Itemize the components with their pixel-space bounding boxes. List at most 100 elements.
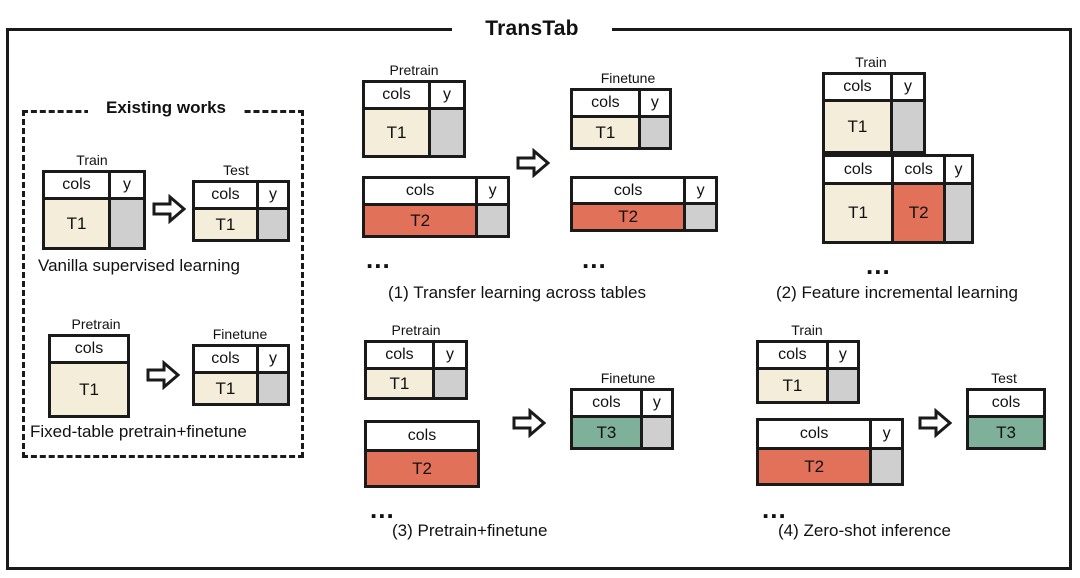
body-cell-y: [478, 206, 507, 235]
p4-train-t1-table: cols y T1: [756, 340, 860, 404]
header-cell-y: y: [258, 183, 287, 207]
table-header-row: cols y: [759, 421, 901, 450]
right-arrow-icon: [512, 408, 546, 438]
p3-target-label: Finetune: [600, 370, 656, 386]
table-body-row: T3: [573, 418, 671, 447]
p4-caption: (4) Zero-shot inference: [778, 521, 951, 540]
body-cell-t1: T1: [365, 110, 432, 155]
header-cell-cols: cols: [195, 347, 259, 371]
table-body-row: T2: [573, 205, 715, 229]
p1-finetune-t2-table: cols y T2: [570, 176, 718, 232]
p1-target-label: Finetune: [600, 70, 656, 86]
ew2-caption: Fixed-table pretrain+finetune: [30, 422, 247, 441]
p1-pretrain-t1-table: cols y T1: [362, 80, 466, 158]
table-header-row: cols y: [367, 343, 465, 370]
header-cell-cols: cols: [573, 391, 643, 415]
body-cell-y: [686, 205, 715, 229]
body-cell-y: [111, 200, 143, 247]
table-header-row: cols cols y: [825, 157, 972, 185]
p1-caption: (1) Transfer learning across tables: [388, 283, 646, 302]
right-arrow-icon: [152, 194, 186, 224]
ew2-finetune-table: cols y T1: [192, 344, 290, 406]
header-cell-cols: cols: [759, 421, 873, 447]
header-cell-y: y: [642, 391, 671, 415]
body-cell-t2: T2: [365, 206, 479, 235]
table-header-row: cols: [51, 337, 127, 364]
title-backdrop: [452, 15, 612, 45]
p4-train-t2-table: cols y T2: [756, 418, 904, 486]
header-cell-y: y: [872, 421, 901, 447]
body-cell-t1: T1: [825, 185, 895, 241]
table-header-row: cols y: [759, 343, 857, 370]
header-cell-y: y: [946, 157, 972, 182]
body-cell-t2: T2: [759, 450, 873, 483]
body-cell-y: [872, 450, 901, 483]
header-cell-cols: cols: [195, 183, 259, 207]
p3-pretrain-t2-table: cols T2: [364, 420, 480, 488]
header-cell-cols: cols: [969, 391, 1043, 415]
body-cell-t3: T3: [969, 418, 1043, 447]
body-cell-y: [431, 110, 463, 155]
body-cell-t1: T1: [367, 370, 435, 397]
header-cell-cols: cols: [573, 179, 687, 202]
p1-source-ellipsis: ...: [366, 244, 391, 274]
table-header-row: cols y: [195, 347, 287, 374]
body-cell-y: [946, 185, 972, 241]
body-cell-t1: T1: [825, 102, 893, 151]
table-header-row: cols: [969, 391, 1043, 418]
body-cell-t1: T1: [573, 118, 641, 147]
body-cell-t1: T1: [45, 200, 112, 247]
header-cell-cols: cols: [825, 75, 893, 99]
ew2-target-label: Finetune: [212, 326, 268, 342]
header-cell-cols: cols: [365, 83, 432, 107]
ew1-test-table: cols y T1: [192, 180, 290, 242]
header-cell-y: y: [640, 91, 669, 115]
existing-works-title: Existing works: [106, 98, 226, 117]
body-cell-y: [642, 418, 671, 447]
table-body-row: T1: [573, 118, 669, 147]
p2-caption: (2) Feature incremental learning: [776, 283, 1018, 302]
p4-target-label: Test: [991, 370, 1017, 386]
header-cell-cols: cols: [825, 157, 895, 182]
table-body-row: T1: [759, 370, 857, 401]
p3-source-label: Pretrain: [391, 322, 441, 338]
p1-finetune-t1-table: cols y T1: [570, 88, 672, 150]
right-arrow-icon: [146, 360, 180, 390]
header-cell-cols: cols: [365, 179, 479, 203]
header-cell-y: y: [434, 343, 465, 367]
table-header-row: cols: [367, 423, 477, 452]
header-cell-y: y: [258, 347, 287, 371]
p3-pretrain-t1-table: cols y T1: [364, 340, 468, 400]
header-cell-cols: cols: [573, 91, 641, 115]
table-header-row: cols y: [573, 91, 669, 118]
table-body-row: T2: [759, 450, 901, 483]
ew1-caption: Vanilla supervised learning: [38, 256, 240, 275]
p3-ellipsis: ...: [370, 494, 395, 524]
p2-ellipsis: ...: [866, 250, 891, 280]
p3-caption: (3) Pretrain+finetune: [392, 521, 548, 540]
ew1-source-label: Train: [76, 152, 108, 168]
table-body-row: T1: [195, 374, 287, 403]
body-cell-y: [828, 370, 857, 401]
p1-pretrain-t2-table: cols y T2: [362, 176, 510, 238]
table-header-row: cols y: [195, 183, 287, 210]
table-body-row: T1: [45, 200, 143, 247]
header-cell-cols: cols: [759, 343, 829, 367]
table-body-row: T1: [195, 210, 287, 239]
existing-works-title-backdrop: [88, 96, 244, 122]
body-cell-t2: T2: [894, 185, 947, 241]
p1-target-ellipsis: ...: [582, 244, 607, 274]
header-cell-y: y: [828, 343, 857, 367]
p2-source-label: Train: [855, 54, 887, 70]
body-cell-y: [640, 118, 669, 147]
table-header-row: cols y: [825, 75, 923, 102]
body-cell-t3: T3: [573, 418, 643, 447]
ew2-source-label: Pretrain: [71, 316, 121, 332]
p4-ellipsis: ...: [762, 494, 787, 524]
table-body-row: T1: [825, 102, 923, 151]
header-cell-cols: cols: [367, 423, 477, 449]
header-cell-cols: cols: [367, 343, 435, 367]
table-body-row: T1 T2: [825, 185, 972, 241]
p4-test-t3-table: cols T3: [966, 388, 1046, 450]
table-header-row: cols y: [573, 391, 671, 418]
